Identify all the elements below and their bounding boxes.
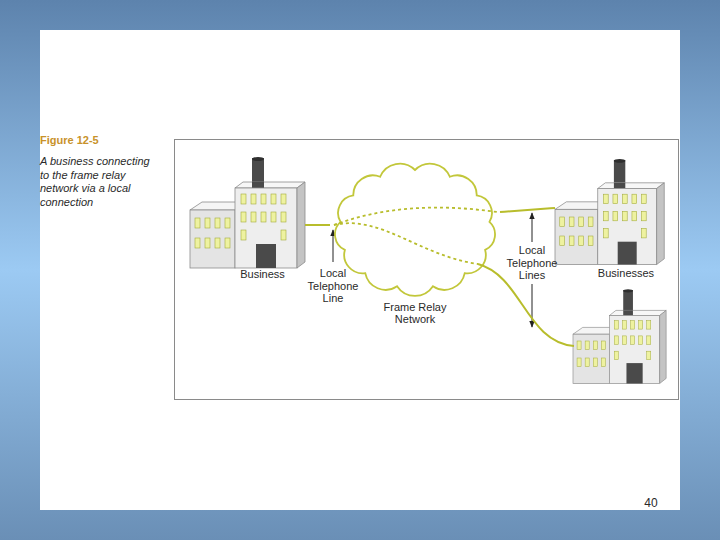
leader-arrow [532, 213, 533, 242]
frame-relay-cloud: Frame Relay Network [330, 160, 500, 328]
business-site: Businesses [555, 158, 665, 280]
cloud-outline [330, 160, 500, 298]
cloud-shape [335, 164, 495, 296]
leader-arrow [333, 230, 334, 262]
telephone-line [305, 224, 330, 226]
business-site: Business [190, 158, 305, 283]
telephone-line [500, 208, 555, 212]
slide-number: 40 [636, 497, 666, 510]
node-label: Businesses [571, 267, 681, 279]
virtual-circuit [334, 223, 478, 264]
node-label: Frame Relay Network [375, 301, 455, 325]
factory-illustration [573, 289, 666, 383]
slide-panel [40, 30, 680, 510]
connection-label: Local Telephone Lines [502, 244, 562, 282]
factory-illustration [555, 159, 664, 264]
figure-caption: A business connecting to the frame relay… [40, 155, 158, 209]
factory-illustration [190, 157, 305, 268]
figure-title: Figure 12-5 [40, 134, 170, 147]
connection-label: Local Telephone Line [303, 267, 363, 305]
leader-arrow [532, 284, 533, 327]
node-label: Business [205, 268, 320, 280]
virtual-circuit [334, 208, 497, 225]
